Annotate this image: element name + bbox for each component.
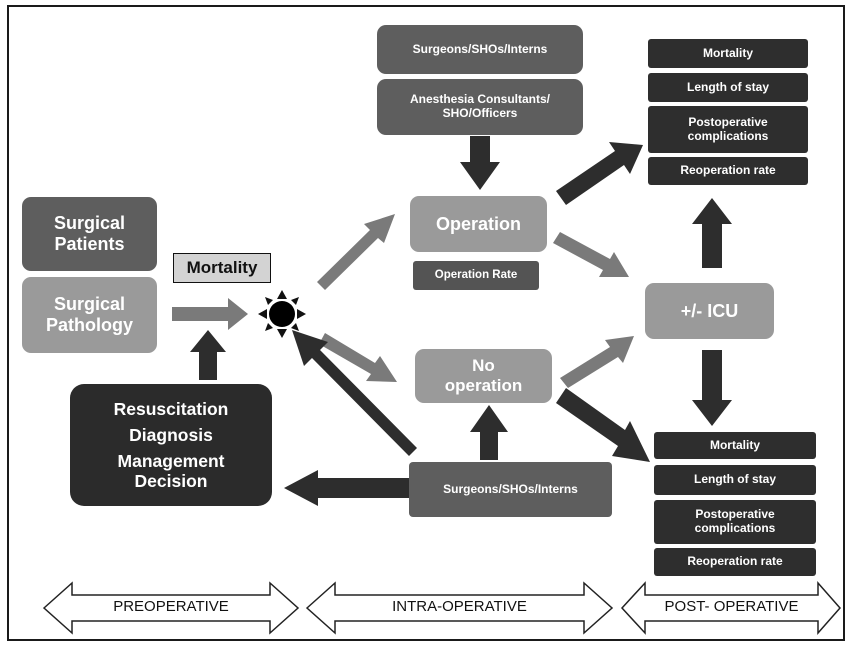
arrow-event-to-operation <box>317 214 395 290</box>
arrow-icu-to-bottom-outcomes <box>692 350 732 426</box>
management-decision-box: Resuscitation Diagnosis Management Decis… <box>70 384 272 506</box>
icu-box: +/- ICU <box>645 283 774 339</box>
surgeons-bottom-box: Surgeons/SHOs/Interns <box>409 462 612 517</box>
preoperative-double-arrow <box>42 581 300 635</box>
operation-box: Operation <box>410 196 547 252</box>
arrow-decision-to-event <box>190 330 226 380</box>
surgical-pathology-box: Surgical Pathology <box>22 277 157 353</box>
intraoperative-double-arrow <box>305 581 614 635</box>
top-outcome-mortality: Mortality <box>648 39 808 68</box>
arrow-no-operation-to-icu <box>560 336 634 388</box>
surgeons-top-box: Surgeons/SHOs/Interns <box>377 25 583 74</box>
arrow-no-operation-to-outcomes <box>556 388 650 462</box>
arrow-operation-to-outcomes <box>556 142 643 205</box>
arrow-icu-to-top-outcomes <box>692 198 732 268</box>
arrow-staff-to-decision <box>284 470 410 506</box>
operation-rate-box: Operation Rate <box>413 261 539 290</box>
arrow-event-to-no-operation <box>319 333 397 382</box>
arrow-anesthesia-to-operation <box>460 136 500 190</box>
decision-line-diagnosis: Diagnosis <box>129 424 213 445</box>
anesthesia-box: Anesthesia Consultants/ SHO/Officers <box>377 79 583 135</box>
arrow-staff-to-event <box>292 330 417 456</box>
bottom-outcome-reoperation: Reoperation rate <box>654 548 816 576</box>
top-outcome-length-of-stay: Length of stay <box>648 73 808 102</box>
postoperative-double-arrow <box>620 581 841 635</box>
phase-label-postoperative: POST- OPERATIVE <box>664 598 799 615</box>
arrow-operation-to-icu <box>553 232 629 277</box>
phase-label-intraoperative: INTRA-OPERATIVE <box>392 598 527 615</box>
bottom-outcome-length-of-stay: Length of stay <box>654 465 816 495</box>
event-sun-icon <box>258 290 306 338</box>
top-outcome-reoperation: Reoperation rate <box>648 157 808 185</box>
mortality-label: Mortality <box>173 253 271 283</box>
arrow-pathology-to-event <box>172 298 248 330</box>
bottom-outcome-mortality: Mortality <box>654 432 816 459</box>
phase-label-preoperative: PREOPERATIVE <box>113 598 229 615</box>
top-outcome-complications: Postoperative complications <box>648 106 808 153</box>
bottom-outcome-complications: Postoperative complications <box>654 500 816 544</box>
decision-line-resuscitation: Resuscitation <box>113 398 229 419</box>
no-operation-box: No operation <box>415 349 552 403</box>
decision-line-management: Management Decision <box>117 451 225 492</box>
arrow-staff-to-no-operation <box>470 405 508 460</box>
surgical-patients-box: Surgical Patients <box>22 197 157 271</box>
